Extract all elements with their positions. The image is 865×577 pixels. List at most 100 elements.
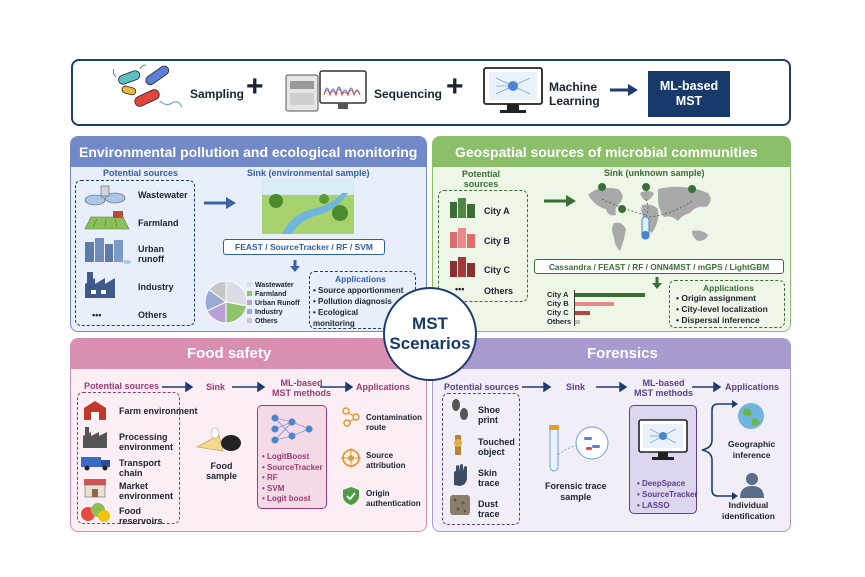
- city-c-icon: [450, 257, 475, 277]
- env-applications-list: • Source apportionment • Pollution diagn…: [313, 285, 403, 329]
- geo-applications-title: Applications: [703, 283, 755, 293]
- geo-bar-axis: [574, 290, 575, 326]
- contamination-route-icon: [342, 407, 360, 427]
- geo-bar-label: City C: [547, 308, 569, 317]
- env-methods-box: FEAST / SourceTracker / RF / SVM: [223, 239, 385, 255]
- city-a-icon: [450, 198, 475, 218]
- geo-panel-title: Geospatial sources of microbial communit…: [433, 137, 790, 167]
- person-icon: [740, 473, 764, 498]
- city-b-icon: [450, 228, 475, 248]
- geo-source-city-c: City C: [484, 265, 511, 275]
- geo-sources-title: Potential sources: [462, 169, 501, 189]
- food-sample-icon: [196, 427, 241, 452]
- forensics-flow-sources: Potential sources: [444, 382, 520, 392]
- pie-slice: [225, 280, 248, 307]
- food-source-processing: Processing environment: [119, 432, 174, 452]
- forensics-flow-sink: Sink: [566, 382, 586, 392]
- pie-legend-swatch: [247, 300, 252, 305]
- shoe-print-icon: [452, 399, 468, 420]
- machine-learning-monitor-icon: [483, 67, 543, 113]
- env-arrow-icon: [204, 197, 236, 209]
- food-source-reservoirs: Food reservoirs: [119, 506, 163, 526]
- pie-slice: [225, 301, 248, 324]
- world-map-icon: [588, 183, 711, 251]
- forensics-flow-applications: Applications: [725, 382, 780, 392]
- env-dots: •••: [92, 310, 102, 320]
- forensics-source-shoe: Shoe print: [478, 405, 501, 425]
- forensics-sources-box: [442, 393, 520, 525]
- food-method-item: • LogitBoost: [262, 452, 310, 461]
- pie-legend-label: Industry: [255, 309, 283, 316]
- food-sink-label: Food sample: [206, 461, 238, 481]
- food-app-source-attribution: Source attribution: [366, 451, 406, 470]
- food-method-item: • SVM: [262, 483, 285, 493]
- food-source-market: Market environment: [119, 481, 174, 501]
- food-method-item: • SourceTracker: [262, 462, 323, 472]
- geo-down-arrow-icon: [652, 277, 662, 289]
- food-method-item: • RF: [262, 473, 278, 482]
- arrow-right-icon: [610, 84, 638, 96]
- market-icon: [84, 479, 106, 498]
- geo-sink-title: Sink (unknown sample): [604, 168, 705, 178]
- industry-icon: [85, 272, 115, 298]
- env-source-wastewater: Wastewater: [138, 190, 188, 200]
- machine-learning-label: Machine Learning: [549, 80, 600, 108]
- forensics-method-item: • SourceTracker: [637, 490, 698, 499]
- geo-bar: [575, 311, 591, 315]
- geo-bar-label: City B: [547, 299, 569, 308]
- forensics-method-item: • LASSO: [637, 501, 670, 510]
- geo-bar-label: City A: [547, 290, 569, 299]
- pie-legend-label: Urban Runoff: [255, 300, 300, 307]
- geo-app-item: • Origin assignment: [676, 293, 756, 303]
- swab-tube-icon: [549, 425, 609, 472]
- geo-app-item: • Dispersal inference: [676, 315, 760, 325]
- env-sink-title: Sink (environmental sample): [247, 168, 370, 178]
- geo-app-item: • City-level localization: [676, 304, 768, 314]
- forensics-app-geographic: Geographic inference: [728, 439, 776, 460]
- forensics-flow-arrows: [522, 381, 722, 393]
- wastewater-plant-icon: [84, 185, 126, 206]
- pie-legend-swatch: [247, 318, 252, 323]
- geo-source-city-b: City B: [484, 236, 511, 246]
- forensics-source-touched: Touched object: [478, 437, 515, 457]
- forensics-source-dust: Dust trace: [478, 499, 500, 519]
- food-method-item: • Logit boost: [262, 494, 311, 503]
- target-icon: [341, 448, 361, 468]
- pie-legend-swatch: [247, 282, 252, 287]
- env-app-item: • Source apportionment: [313, 286, 404, 295]
- forensics-bracket: [701, 400, 738, 500]
- geo-bar: [575, 293, 645, 297]
- urban-runoff-icon: [85, 238, 131, 264]
- sequencer-icon: [285, 70, 367, 112]
- food-source-transport: Transport chain: [119, 458, 161, 478]
- pie-legend-label: Farmland: [255, 291, 287, 298]
- pie-legend-item: Others: [247, 317, 300, 326]
- ml-based-mst-box: ML-based MST: [648, 71, 730, 117]
- pie-legend-item: Industry: [247, 308, 300, 317]
- food-methods-list: • LogitBoost • SourceTracker • RF • SVM …: [262, 452, 323, 505]
- pie-legend-label: Wastewater: [255, 282, 294, 289]
- food-sources-box: [77, 392, 180, 524]
- touched-object-icon: [454, 435, 462, 455]
- plus-sign-1: +: [246, 70, 264, 103]
- food-neural-network-icon: [271, 414, 313, 444]
- forensics-panel-title: Forensics: [433, 339, 790, 369]
- sequencing-label: Sequencing: [374, 87, 443, 101]
- env-app-item: • Ecological monitoring: [313, 308, 359, 328]
- barn-icon: [84, 401, 106, 420]
- food-flow-methods: ML-based MST methods: [272, 378, 332, 398]
- geo-applications-list: • Origin assignment • City-level localiz…: [676, 293, 768, 326]
- bacteria-icon: [112, 64, 183, 108]
- food-source-farm: Farm environment: [119, 406, 198, 416]
- sampling-label: Sampling: [190, 87, 245, 101]
- food-flow-arrows: [162, 381, 354, 393]
- river-landscape-image: [262, 179, 354, 234]
- env-sources-title: Potential sources: [103, 168, 179, 178]
- forensics-app-individual: Individual identification: [722, 500, 775, 521]
- plus-sign-2: +: [446, 70, 464, 103]
- env-down-arrow-icon: [290, 260, 300, 272]
- dust-trace-icon: [450, 495, 470, 515]
- food-reservoirs-icon: [81, 503, 110, 522]
